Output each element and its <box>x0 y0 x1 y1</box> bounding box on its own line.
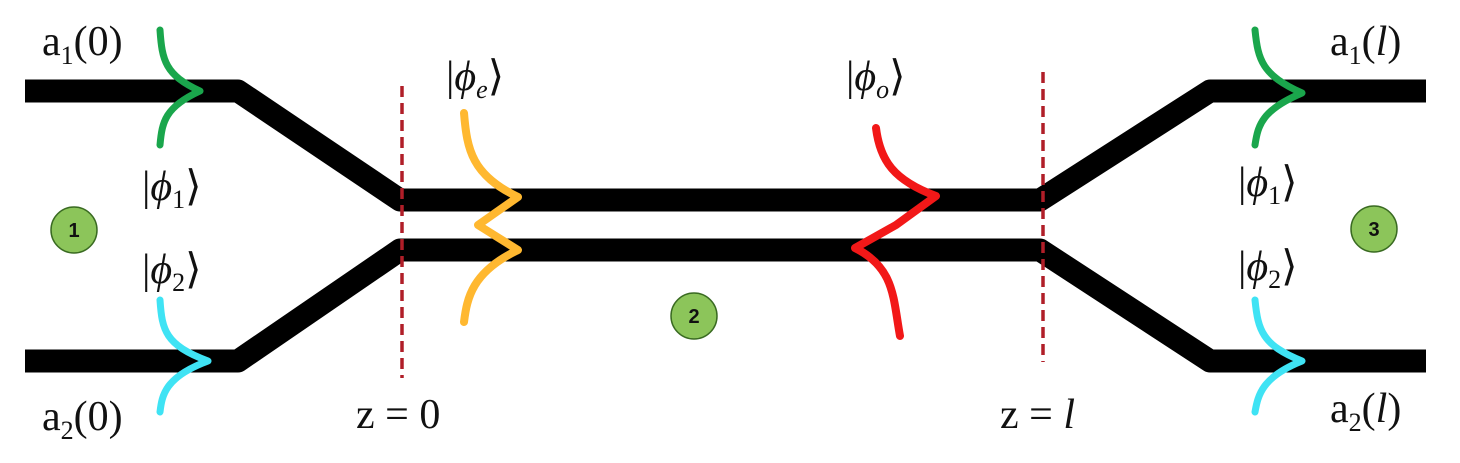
port-labels: a1(0) a2(0) a1(l) a2(l) <box>42 19 1401 445</box>
position-labels: z = 0 z = l <box>356 392 1075 438</box>
label-z0: z = 0 <box>356 392 440 438</box>
odd-mode-profile <box>851 124 940 340</box>
label-a2-output: a2(l) <box>1330 386 1401 437</box>
label-phi2-left: |ϕ2⟩ <box>142 247 202 297</box>
region-badge-2: 2 <box>670 292 718 340</box>
region-badge-1-label: 1 <box>68 220 79 242</box>
label-a2-input: a2(0) <box>42 394 123 445</box>
label-zl: z = l <box>1000 392 1075 438</box>
output-mode-2-profile <box>1251 296 1306 416</box>
label-phi-odd: |ϕo⟩ <box>846 54 906 104</box>
mode-profiles <box>156 26 1306 416</box>
region-badges: 1 2 3 <box>50 205 1398 340</box>
output-mode-1-profile <box>1251 26 1306 149</box>
reference-planes <box>400 72 1045 378</box>
even-mode-profile <box>460 109 522 326</box>
region-badge-3: 3 <box>1350 205 1398 253</box>
label-phi1-left: |ϕ1⟩ <box>142 164 202 214</box>
upper-waveguide <box>25 79 1426 212</box>
lower-waveguide <box>25 238 1426 373</box>
label-phi2-right: |ϕ2⟩ <box>1238 244 1298 294</box>
waveguides <box>25 79 1426 373</box>
region-badge-2-label: 2 <box>688 306 699 328</box>
region-badge-1: 1 <box>50 206 98 254</box>
region-badge-3-label: 3 <box>1368 219 1379 241</box>
input-mode-2-profile <box>156 296 212 416</box>
label-phi1-right: |ϕ1⟩ <box>1238 160 1298 210</box>
label-a1-input: a1(0) <box>42 19 123 70</box>
label-phi-even: |ϕe⟩ <box>446 54 504 104</box>
mode-labels: |ϕ1⟩ |ϕ2⟩ |ϕ1⟩ |ϕ2⟩ |ϕe⟩ |ϕo⟩ <box>142 54 1298 297</box>
label-a1-output: a1(l) <box>1330 19 1401 70</box>
input-mode-1-profile <box>156 26 204 149</box>
